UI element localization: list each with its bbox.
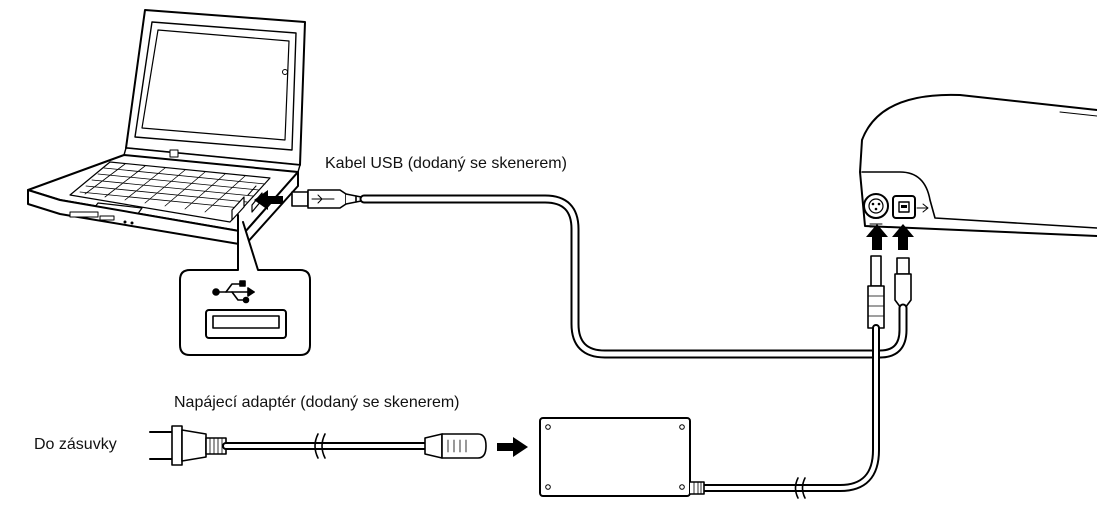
outlet-label: Do zásuvky [34,436,117,453]
usb-cable-plug [291,189,365,209]
power-adapter-label: Napájecí adaptér (dodaný se skenerem) [174,394,460,411]
scanner-power-plug [867,255,885,329]
usb-cable-label: Kabel USB (dodaný se skenerem) [325,155,567,172]
scanner [859,93,1097,237]
arrow-to-usb-port-icon [892,224,914,250]
adapter-input-plug [424,433,487,459]
arrow-to-laptop-icon [254,190,283,210]
usb-port-callout [179,214,311,356]
usb-icon [212,280,255,304]
arrow-to-adapter-icon [497,437,528,457]
scanner-usb-plug [894,257,912,309]
power-adapter [539,417,705,497]
laptop [27,9,306,246]
arrow-to-power-port-icon [866,224,888,250]
wall-plug [149,425,227,466]
usb-cable [359,194,885,359]
